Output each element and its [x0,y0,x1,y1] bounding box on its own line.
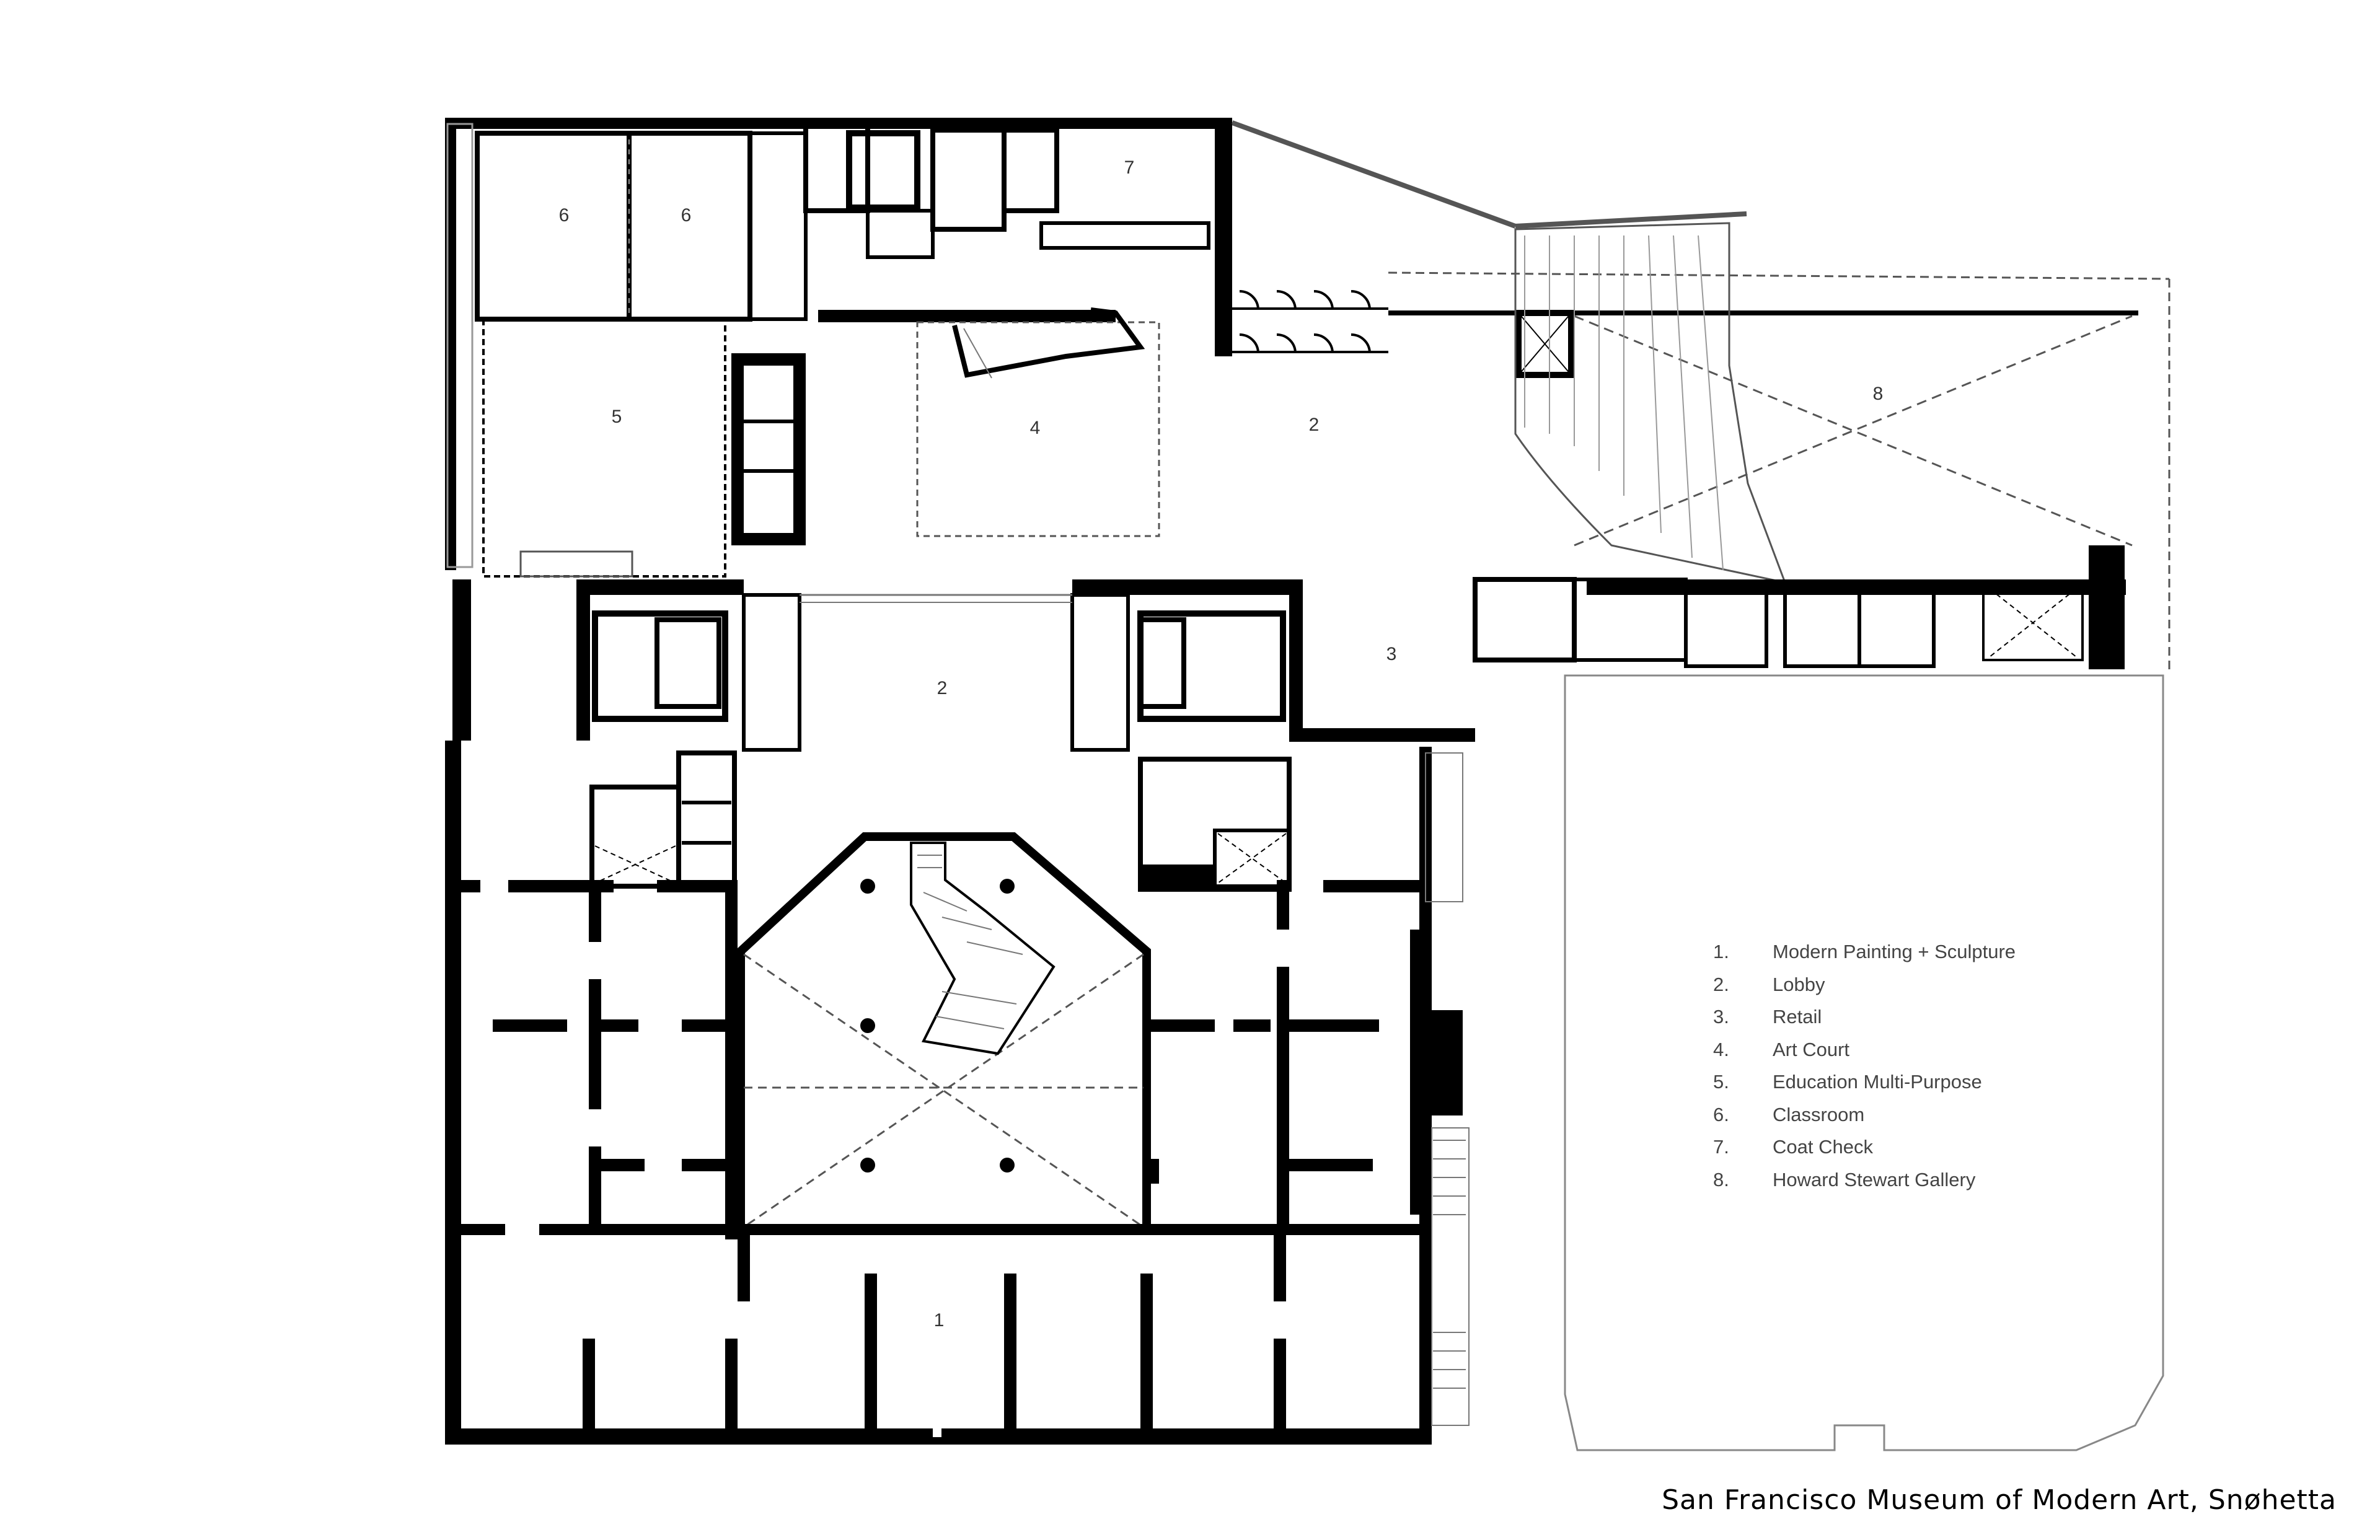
legend-label: Lobby [1773,973,1825,995]
room-number-1: 1 [934,1310,945,1331]
legend-label: Coat Check [1773,1136,1873,1158]
legend-number: 5. [1713,1071,1729,1093]
gallery-walls [452,880,1463,1435]
adjacent-building-outline [1564,674,2164,1451]
legend-item: 6. Classroom [1713,1099,2016,1132]
mid-walls [452,545,2126,742]
legend-number: 4. [1713,1038,1729,1060]
room-number-5: 5 [612,407,622,427]
central-court [736,832,1151,1234]
lobby-doors [1232,290,1388,354]
north-wing [446,121,1232,568]
legend-item: 1. Modern Painting + Sculpture [1713,936,2016,969]
legend-label: Modern Painting + Sculpture [1773,941,2016,963]
gallery-8 [1388,222,2138,669]
legend-label: Classroom [1773,1103,1865,1125]
room-number-8: 8 [1873,384,1884,404]
mid-rooms [592,577,2084,752]
north-canopy [1231,120,2171,672]
legend-number: 6. [1713,1103,1729,1125]
legend-label: Retail [1773,1006,1822,1028]
legend-item: 2. Lobby [1713,969,2016,1001]
room-number-2-lobby-north: 2 [1309,415,1320,435]
legend-item: 3. Retail [1713,1001,2016,1034]
south-service [589,750,1292,892]
legend-item: 4. Art Court [1713,1034,2016,1067]
credit-caption: San Francisco Museum of Modern Art, Snøh… [1662,1484,2337,1516]
legend-label: Howard Stewart Gallery [1773,1168,1976,1190]
legend: 1. Modern Painting + Sculpture 2. Lobby 3. Re… [1713,936,2016,1196]
legend-label: Education Multi-Purpose [1773,1071,1982,1093]
art-court [916,307,1160,537]
legend-number: 7. [1713,1136,1729,1158]
room-number-6-b: 6 [681,205,692,226]
room-number-7: 7 [1124,157,1135,178]
legend-item: 7. Coat Check [1713,1131,2016,1164]
south-door-notch [933,1428,941,1437]
legend-number: 2. [1713,973,1729,995]
room-number-4: 4 [1030,418,1041,438]
legend-label: Art Court [1773,1038,1850,1060]
east-stair [1425,752,1470,1426]
legend-number: 1. [1713,941,1729,963]
education-room [482,318,806,578]
room-number-2-lobby-south: 2 [937,678,948,698]
legend-item: 5. Education Multi-Purpose [1713,1066,2016,1099]
room-number-3: 3 [1386,644,1397,664]
legend-number: 8. [1713,1168,1729,1190]
room-number-6-a: 6 [559,205,570,226]
legend-item: 8. Howard Stewart Gallery [1713,1164,2016,1197]
legend-number: 3. [1713,1006,1729,1028]
